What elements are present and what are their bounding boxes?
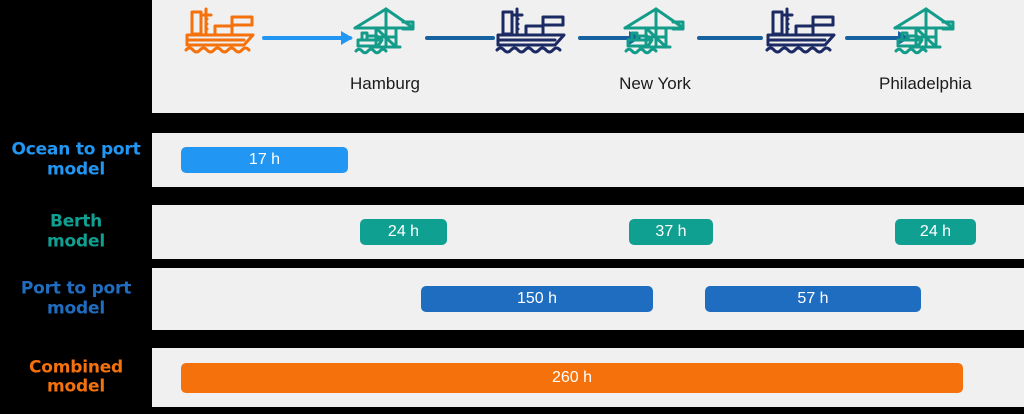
row-ocean-to-port: Ocean to port model 17 h [0,133,1024,187]
shipping-route-header-row: Hamburg [0,0,1024,113]
ocean-to-port-panel: 17 h [152,133,1024,187]
row-label-combined: Combined model [0,356,152,397]
duration-bar: 37 h [629,219,713,245]
route-node-philadelphia: Philadelphia [879,6,972,94]
duration-bar: 150 h [421,286,653,312]
connector-line [697,36,763,40]
row-label-portport-line1: Port to port [20,278,132,299]
row-combined: Combined model 260 h [0,348,1024,407]
combined-track: 260 h [152,348,1024,407]
row-label-berth-line2: model [47,231,105,251]
duration-bar: 17 h [181,147,348,173]
port-crane-icon [879,6,971,68]
route-flow: Hamburg [152,0,1024,113]
port-crane-icon [339,6,431,68]
row-label-berth-line1: Berth [49,211,103,232]
duration-bar: 260 h [181,362,963,393]
berth-track: 24 h 37 h 24 h [152,205,1024,259]
row-label-port-to-port: Port to port model [0,279,152,318]
port-name-label: Philadelphia [879,74,972,93]
duration-bar: 24 h [360,219,447,245]
duration-bar: 24 h [895,219,976,245]
row-label-combined-line1: Combined [28,356,124,377]
container-ship-orange-icon [175,6,267,68]
combined-panel: 260 h [152,348,1024,407]
route-panel: Hamburg [152,0,1024,113]
container-ship-navy-icon [756,6,848,68]
arrow-head-icon [341,31,353,45]
berth-panel: 24 h 37 h 24 h [152,205,1024,259]
route-node-new-york: New York [609,6,701,94]
route-connector-origin-to-hamburg [262,31,353,45]
row-label-ocean-line1: Ocean to port [11,139,141,160]
ocean-to-port-track: 17 h [152,133,1024,187]
route-connector-newyork-to-ship2 [697,36,763,40]
connector-line [425,36,495,40]
route-node-origin [175,6,267,68]
container-ship-navy-icon [486,6,578,68]
row-label-berth: Berth model [0,212,152,251]
route-connector-hamburg-to-ship [425,36,495,40]
row-label-ocean-line2: model [47,159,105,179]
route-node-transit-ship [486,6,578,68]
port-name-label: New York [619,74,691,93]
connector-line [845,36,909,40]
row-port-to-port: Port to port model 150 h 57 h [0,268,1024,330]
port-to-port-track: 150 h 57 h [152,268,1024,330]
connector-line [578,36,640,40]
row-label-portport-line2: model [47,298,105,318]
port-to-port-panel: 150 h 57 h [152,268,1024,330]
route-node-transit-ship2 [756,6,848,68]
route-node-hamburg: Hamburg [339,6,431,94]
connector-line [262,36,352,40]
port-crane-icon [609,6,701,68]
row-label-combined-line2: model [47,376,105,397]
row-label-ocean-to-port: Ocean to port model [0,140,152,179]
port-name-label: Hamburg [350,74,420,93]
row-berth: Berth model 24 h 37 h 24 h [0,205,1024,259]
duration-bar: 57 h [705,286,921,312]
